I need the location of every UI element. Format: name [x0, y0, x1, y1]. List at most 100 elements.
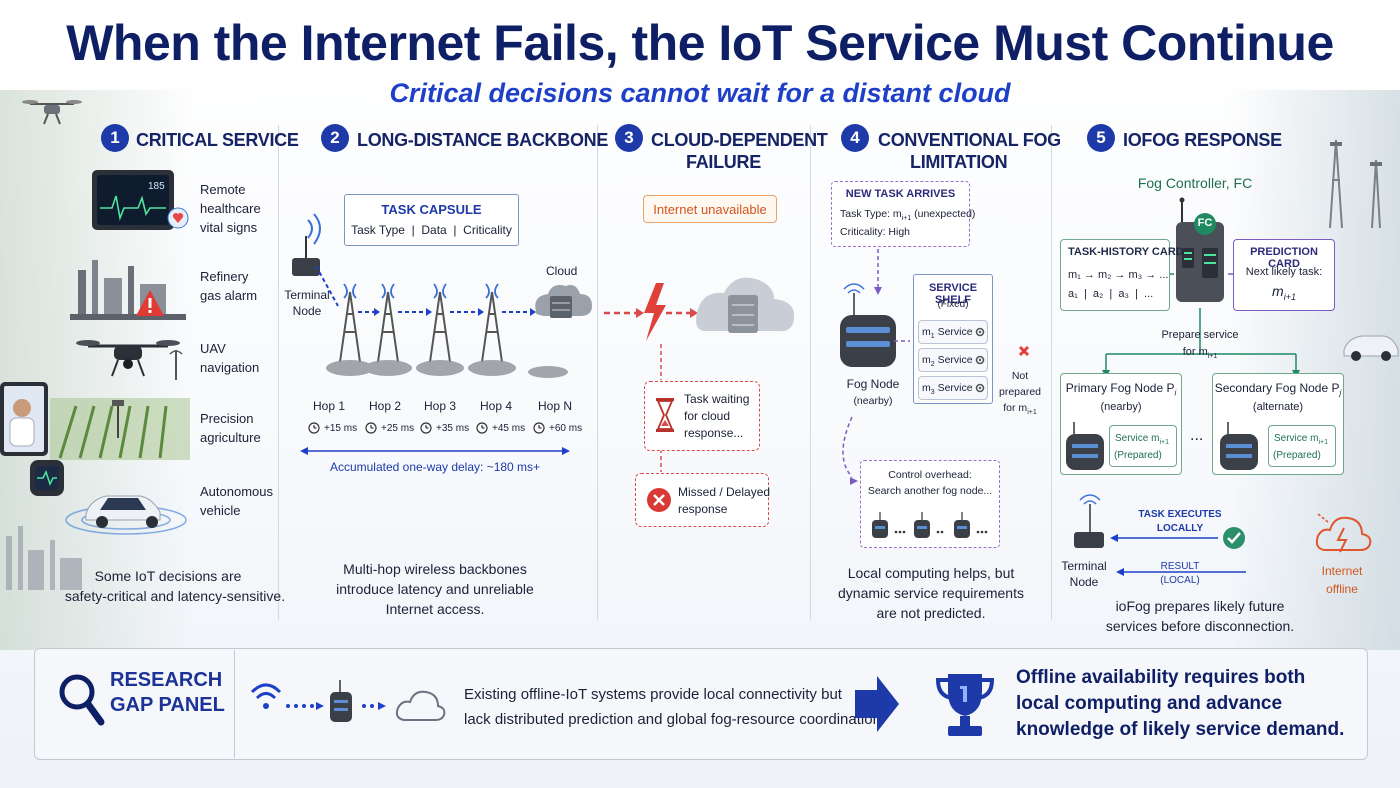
internet-offline-cloud-icon [1315, 513, 1372, 553]
primary-service-box [1109, 425, 1177, 467]
prepare-l2: for mi+1 [1182, 346, 1218, 361]
fog-controller-device-icon [1176, 197, 1224, 302]
uav-icon [76, 340, 183, 380]
new-task-criticality: Criticality: High [840, 226, 911, 238]
hop-n-delay: +60 ms [549, 423, 583, 434]
not-prepared-l3: for mi+1 [1003, 402, 1037, 417]
gap-title-l1: RESEARCH [110, 669, 223, 691]
section-4-badge: 4 [841, 124, 869, 152]
iofog-terminal-l2: Node [1069, 575, 1099, 589]
secondary-service-label: Service mi+1 [1274, 433, 1328, 446]
hop-3-name: Hop 3 [424, 399, 457, 413]
fog-node-devices-icon [1066, 422, 1258, 470]
controller-links [1102, 273, 1300, 378]
result-l1: RESULT [1160, 561, 1200, 572]
new-task-type: Task Type: mi+1 (unexpected) [840, 208, 976, 223]
autonomous-car-icon [65, 495, 187, 535]
service-1-label: m1 Service [922, 326, 973, 341]
not-prepared-l2: prepared [998, 386, 1042, 398]
gap-conclusion-l3: knowledge of likely service demand. [1016, 719, 1345, 740]
gap-conclusion-l1: Offline availability requires both [1016, 667, 1306, 688]
right-scenery [1230, 90, 1400, 650]
executes-l2: LOCALLY [1156, 523, 1204, 534]
section-4-note-l2: dynamic service requirements [838, 585, 1024, 601]
task-waiting-l3: response... [684, 426, 744, 440]
prediction-task: mi+1 [1272, 283, 1296, 302]
result-l2: (LOCAL) [1160, 575, 1200, 586]
new-task-box [831, 181, 970, 247]
fog-node-diagram [840, 249, 1030, 485]
task-waiting-l2: for cloud [684, 409, 731, 423]
section-4-heading-l2: LIMITATION [910, 152, 1008, 172]
section-1-note-l2: safety-critical and latency-sensitive. [64, 588, 286, 604]
drone-icon [22, 100, 82, 125]
item-healthcare-l1: Remote [200, 182, 246, 197]
task-capsule-title: TASK CAPSULE [381, 202, 482, 217]
section-3-badge: 3 [615, 124, 643, 152]
section-2-note-l2: introduce latency and unreliable [336, 581, 534, 597]
gap-connectivity-diagram [250, 680, 446, 722]
section-5-note-l1: ioFog prepares likely future [1115, 598, 1285, 614]
section-2-badge: 2 [321, 124, 349, 152]
terminal-node-l1: Terminal [284, 288, 330, 302]
gap-panel-divider [234, 650, 235, 758]
task-history-card [1060, 239, 1170, 311]
terminal-node-l2: Node [292, 304, 322, 318]
divider-2 [597, 125, 598, 620]
prediction-title: PREDICTION CARD [1250, 246, 1318, 270]
vital-signs-monitor-icon [92, 170, 189, 230]
refinery-icon [70, 260, 186, 320]
section-4-note-l1: Local computing helps, but [847, 565, 1015, 581]
section-5-note-l2: services before disconnection. [1105, 618, 1295, 634]
error-x-icon [647, 488, 671, 512]
trophy-icon [935, 674, 995, 736]
not-prepared-l1: Not [1011, 370, 1029, 382]
primary-service-label: Service mi+1 [1115, 433, 1169, 446]
cell-tower-icon [1329, 139, 1382, 229]
overhead-l2: Search another fog node... [867, 485, 993, 497]
monitor-reading: 185 [148, 181, 165, 192]
internet-unavailable-text: Internet unavailable [653, 202, 767, 217]
hop-2-delay: +25 ms [381, 423, 415, 434]
task-capsule [344, 194, 519, 246]
overhead-l1: Control overhead: [888, 469, 972, 481]
hop-4-delay: +45 ms [492, 423, 526, 434]
hop-n-name: Hop N [538, 399, 573, 413]
gap-title-l2: GAP PANEL [110, 694, 225, 716]
item-agriculture-l2: agriculture [200, 430, 261, 445]
shelf-title-l2: (Fixed) [937, 299, 969, 310]
gap-conclusion: Offline availability requires both local… [1016, 665, 1344, 743]
accumulated-arrow [300, 447, 570, 455]
fc-badge: FC [1197, 217, 1213, 229]
gap-title: RESEARCH GAP PANEL [110, 668, 225, 718]
section-4-heading-l1: CONVENTIONAL FOG [878, 130, 1061, 150]
search-icon [59, 674, 105, 726]
section-2-heading: LONG-DISTANCE BACKBONE [357, 130, 609, 150]
secondary-tag: (alternate) [1252, 401, 1304, 413]
offline-l1: Internet [1321, 564, 1363, 578]
gap-text-l2: lack distributed prediction and global f… [464, 711, 886, 728]
hourglass-icon [656, 398, 674, 432]
new-task-title: NEW TASK ARRIVES [845, 188, 956, 200]
fog-node-l1: Fog Node [846, 377, 900, 391]
clock-icons [308, 422, 545, 434]
backbone-diagram [292, 213, 592, 378]
broken-link-diagram [604, 277, 795, 341]
flow-dashes-down [660, 344, 662, 472]
item-uav-l2: navigation [200, 360, 260, 375]
divider-3 [810, 125, 811, 620]
primary-tag: (nearby) [1100, 401, 1142, 413]
item-agriculture-l1: Precision [200, 411, 254, 426]
missed-l1: Missed / Delayed [678, 485, 771, 499]
item-refinery-l2: gas alarm [200, 288, 258, 303]
item-healthcare-l2: healthcare [200, 201, 261, 216]
internet-unavailable-badge [643, 195, 777, 223]
section-1-heading: CRITICAL SERVICE [136, 130, 299, 150]
item-vehicle-l2: vehicle [200, 503, 241, 518]
section-5-badge: 5 [1087, 124, 1115, 152]
section-2-note-l3: Internet access. [385, 601, 485, 617]
hop-1-name: Hop 1 [313, 399, 346, 413]
refinery-silhouette [6, 526, 82, 590]
research-gap-panel [34, 648, 1368, 760]
iofog-terminal-l1: Terminal [1061, 559, 1107, 573]
